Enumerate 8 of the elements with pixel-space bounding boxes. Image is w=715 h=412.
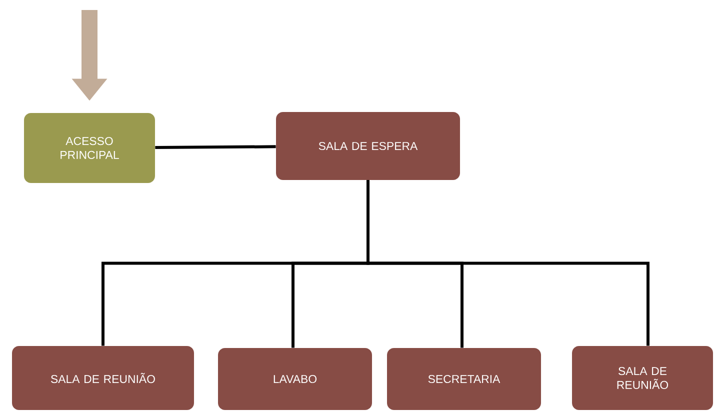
room-box: SALA DE REUNIÃO [12, 346, 194, 410]
room-box: SALA DE REUNIÃO [572, 346, 713, 410]
connector-line [366, 180, 650, 346]
room-box: SECRETARIA [387, 348, 541, 410]
room-box: SALA DE ESPERA [276, 112, 460, 180]
room-box: ACESSO PRINCIPAL [24, 113, 155, 183]
connector-line [155, 145, 276, 150]
room-box: LAVABO [218, 348, 372, 410]
